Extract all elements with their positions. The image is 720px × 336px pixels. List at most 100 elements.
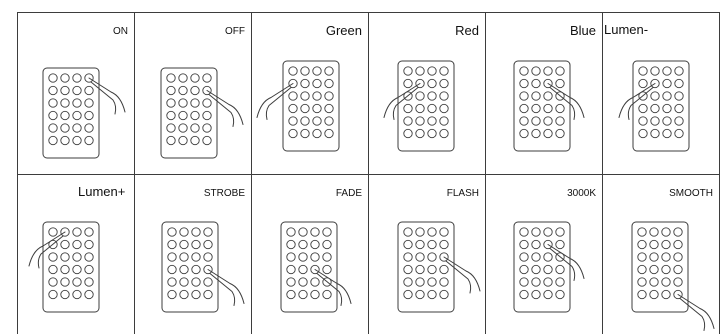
remote-key (532, 92, 540, 100)
remote-key (289, 67, 297, 75)
remote-key (287, 253, 295, 261)
remote-key (167, 111, 175, 119)
remote-key (179, 136, 187, 144)
remote-key (61, 86, 69, 94)
remote-key (428, 104, 436, 112)
remote-control-illustration (368, 12, 485, 174)
remote-key (663, 104, 671, 112)
remote-key (416, 228, 424, 236)
remote-key (556, 228, 564, 236)
cell-lumen-minus: Lumen- (602, 12, 719, 174)
remote-key (416, 265, 424, 273)
remote-key (49, 86, 57, 94)
remote-key (192, 265, 200, 273)
remote-key (179, 124, 187, 132)
remote-key (204, 228, 212, 236)
remote-key (556, 240, 564, 248)
remote-key (556, 104, 564, 112)
remote-key (301, 117, 309, 125)
remote-key (428, 79, 436, 87)
remote-key (287, 290, 295, 298)
remote-key (73, 253, 81, 261)
remote-key (85, 111, 93, 119)
remote-key (301, 92, 309, 100)
remote-key (167, 99, 175, 107)
remote-key (49, 265, 57, 273)
remote-key (544, 104, 552, 112)
remote-key (651, 117, 659, 125)
remote-key (325, 92, 333, 100)
remote-key (191, 111, 199, 119)
remote-key (556, 265, 564, 273)
cell-red: Red (368, 12, 485, 174)
remote-key (192, 290, 200, 298)
remote-key (180, 290, 188, 298)
remote-key (85, 124, 93, 132)
remote-key (299, 278, 307, 286)
remote-key (638, 253, 646, 261)
remote-key (203, 124, 211, 132)
remote-key (440, 92, 448, 100)
remote-key (85, 240, 93, 248)
pointing-hand-icon (548, 245, 584, 281)
remote-key (325, 104, 333, 112)
remote-key (675, 92, 683, 100)
remote-key (299, 265, 307, 273)
remote-key (203, 136, 211, 144)
remote-key (404, 104, 412, 112)
remote-key (675, 79, 683, 87)
remote-key (404, 117, 412, 125)
remote-key (167, 136, 175, 144)
remote-key (49, 228, 57, 236)
remote-key (532, 253, 540, 261)
remote-key (73, 136, 81, 144)
remote-key (404, 253, 412, 261)
remote-control-illustration (602, 12, 719, 174)
remote-key (416, 104, 424, 112)
remote-key (639, 104, 647, 112)
remote-control-illustration (602, 174, 719, 336)
remote-key (440, 228, 448, 236)
remote-key (404, 79, 412, 87)
remote-key (638, 265, 646, 273)
remote-key (180, 253, 188, 261)
remote-key (311, 253, 319, 261)
pointing-hand-icon (257, 84, 293, 120)
remote-key (662, 290, 670, 298)
remote-key (662, 253, 670, 261)
remote-key (638, 290, 646, 298)
remote-key (73, 228, 81, 236)
remote-key (191, 124, 199, 132)
remote-key (311, 290, 319, 298)
remote-key (299, 290, 307, 298)
remote-key (73, 111, 81, 119)
remote-key (73, 99, 81, 107)
remote-key (61, 240, 69, 248)
remote-key (323, 240, 331, 248)
remote-key (61, 290, 69, 298)
remote-key (287, 265, 295, 273)
remote-key (440, 290, 448, 298)
remote-key (520, 67, 528, 75)
remote-key (85, 86, 93, 94)
remote-key (179, 74, 187, 82)
remote-key (192, 253, 200, 261)
remote-key (520, 79, 528, 87)
remote-key (49, 99, 57, 107)
remote-key (313, 104, 321, 112)
remote-instruction-grid: ON OFF Green Red Blue Lumen- Lumen+ STRO… (17, 12, 720, 334)
remote-key (520, 228, 528, 236)
remote-key (532, 129, 540, 137)
remote-key (544, 67, 552, 75)
remote-key (313, 79, 321, 87)
remote-key (520, 104, 528, 112)
remote-key (428, 92, 436, 100)
remote-key (638, 228, 646, 236)
remote-control-illustration (17, 12, 134, 174)
cell-smooth: SMOOTH (602, 174, 719, 334)
remote-key (204, 253, 212, 261)
remote-key (311, 240, 319, 248)
remote-key (73, 265, 81, 273)
remote-key (313, 67, 321, 75)
remote-key (544, 290, 552, 298)
